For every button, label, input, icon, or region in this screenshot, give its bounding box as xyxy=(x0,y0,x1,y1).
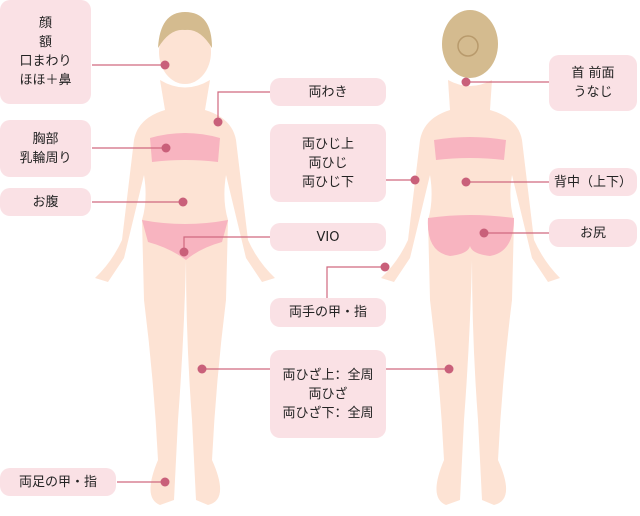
marker-dots xyxy=(160,60,489,487)
label-text: うなじ xyxy=(573,85,613,100)
label-armpit[interactable]: 両わき xyxy=(270,78,386,106)
label-knee[interactable]: 両ひざ上：全周両ひざ両ひざ下：全周 xyxy=(270,350,386,438)
label-belly[interactable]: お腹 xyxy=(0,188,91,216)
label-back[interactable]: 背中（上下） xyxy=(549,168,637,196)
label-text: 顔 xyxy=(38,16,52,31)
label-text: 両ひざ xyxy=(308,386,348,402)
label-text: 両ひじ xyxy=(308,155,348,171)
label-text: 両足の甲・指 xyxy=(18,474,97,490)
label-text: 両ひじ下 xyxy=(301,174,354,190)
label-foot[interactable]: 両足の甲・指 xyxy=(0,468,116,496)
label-text: 首 前面 xyxy=(571,66,615,81)
label-text: お尻 xyxy=(579,225,606,241)
label-text: お腹 xyxy=(32,194,59,210)
back-body xyxy=(381,10,560,505)
label-face[interactable]: 顔額口まわりほほ＋鼻 xyxy=(0,0,91,104)
label-elbow[interactable]: 両ひじ上両ひじ両ひじ下 xyxy=(270,124,386,202)
label-text: 口まわり xyxy=(19,54,72,69)
label-text: 背中（上下） xyxy=(553,174,632,190)
label-text: 両ひざ下：全周 xyxy=(282,405,374,421)
label-text: 額 xyxy=(38,35,52,50)
front-body xyxy=(95,12,275,505)
label-hip[interactable]: お尻 xyxy=(549,219,637,247)
label-text: 胸部 xyxy=(32,131,59,147)
label-text: 両手の甲・指 xyxy=(288,305,367,320)
label-text: 両わき xyxy=(308,84,348,100)
label-text: 乳輪周り xyxy=(19,150,72,166)
label-chest[interactable]: 胸部乳輪周り xyxy=(0,120,91,177)
label-neck[interactable]: 首 前面うなじ xyxy=(549,55,637,111)
label-vio[interactable]: VIO xyxy=(270,223,386,251)
label-text: ほほ＋鼻 xyxy=(19,73,72,88)
label-text: 両ひじ上 xyxy=(301,136,354,152)
label-text: VIO xyxy=(316,229,340,245)
label-text: 両ひざ上：全周 xyxy=(282,367,374,383)
label-hand[interactable]: 両手の甲・指 xyxy=(270,298,386,327)
